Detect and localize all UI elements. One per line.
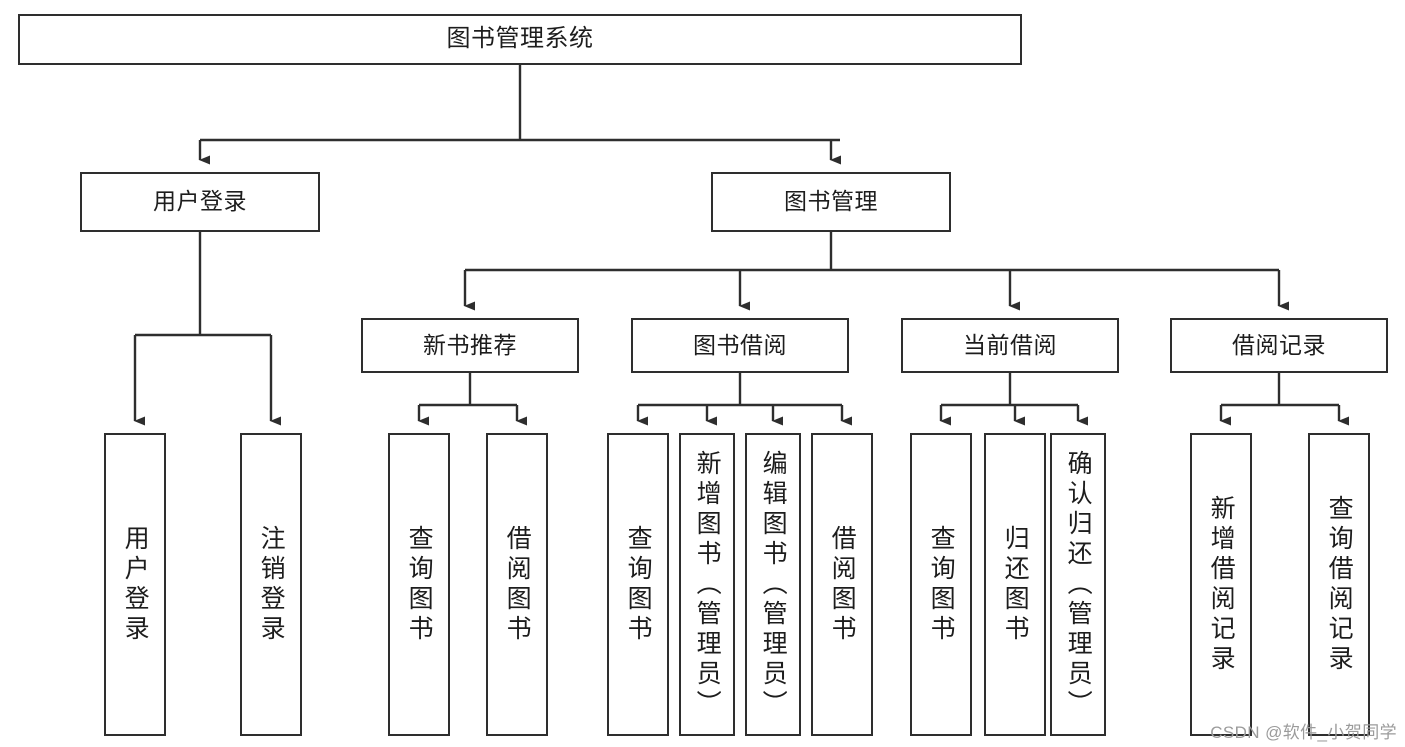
node-leaf-query-book-1[interactable]: 查询图书: [388, 433, 450, 736]
node-leaf-user-login-label: 用户登录: [121, 524, 150, 645]
node-leaf-borrow-book-1-label: 借阅图书: [503, 524, 532, 645]
node-borrow-record-label: 借阅记录: [1232, 331, 1326, 358]
node-leaf-edit-book-label: 编辑图书（管理员）: [759, 449, 788, 720]
node-leaf-edit-book[interactable]: 编辑图书（管理员）: [745, 433, 801, 736]
node-root-label: 图书管理系统: [446, 25, 594, 53]
node-leaf-borrow-book-1[interactable]: 借阅图书: [486, 433, 548, 736]
node-borrow-record[interactable]: 借阅记录: [1170, 318, 1388, 373]
node-leaf-add-record-label: 新增借阅记录: [1207, 494, 1236, 675]
node-leaf-query-record-label: 查询借阅记录: [1325, 494, 1354, 675]
node-leaf-borrow-book-2-label: 借阅图书: [828, 524, 857, 645]
node-leaf-add-record[interactable]: 新增借阅记录: [1190, 433, 1252, 736]
node-leaf-user-logout-label: 注销登录: [257, 524, 286, 645]
node-leaf-return-book[interactable]: 归还图书: [984, 433, 1046, 736]
node-leaf-add-book-label: 新增图书（管理员）: [693, 449, 722, 720]
node-leaf-query-book-2-label: 查询图书: [624, 524, 653, 645]
node-leaf-query-book-3[interactable]: 查询图书: [910, 433, 972, 736]
node-current-borrow-label: 当前借阅: [963, 331, 1057, 358]
node-new-book-recommend-label: 新书推荐: [423, 331, 517, 358]
node-leaf-add-book[interactable]: 新增图书（管理员）: [679, 433, 735, 736]
node-user-login[interactable]: 用户登录: [80, 172, 320, 232]
node-book-borrow[interactable]: 图书借阅: [631, 318, 849, 373]
node-book-manage[interactable]: 图书管理: [711, 172, 951, 232]
node-leaf-confirm-return[interactable]: 确认归还（管理员）: [1050, 433, 1106, 736]
node-leaf-return-book-label: 归还图书: [1001, 524, 1030, 645]
node-leaf-borrow-book-2[interactable]: 借阅图书: [811, 433, 873, 736]
node-root[interactable]: 图书管理系统: [18, 14, 1022, 65]
node-user-login-label: 用户登录: [153, 188, 247, 215]
node-leaf-query-book-1-label: 查询图书: [405, 524, 434, 645]
node-new-book-recommend[interactable]: 新书推荐: [361, 318, 579, 373]
node-book-manage-label: 图书管理: [784, 188, 878, 215]
node-leaf-query-record[interactable]: 查询借阅记录: [1308, 433, 1370, 736]
node-leaf-query-book-2[interactable]: 查询图书: [607, 433, 669, 736]
watermark-text: CSDN @软件_小贺同学: [1210, 723, 1397, 742]
node-book-borrow-label: 图书借阅: [693, 331, 787, 358]
node-leaf-user-logout[interactable]: 注销登录: [240, 433, 302, 736]
node-leaf-user-login[interactable]: 用户登录: [104, 433, 166, 736]
node-current-borrow[interactable]: 当前借阅: [901, 318, 1119, 373]
node-leaf-query-book-3-label: 查询图书: [927, 524, 956, 645]
node-leaf-confirm-return-label: 确认归还（管理员）: [1064, 449, 1093, 720]
